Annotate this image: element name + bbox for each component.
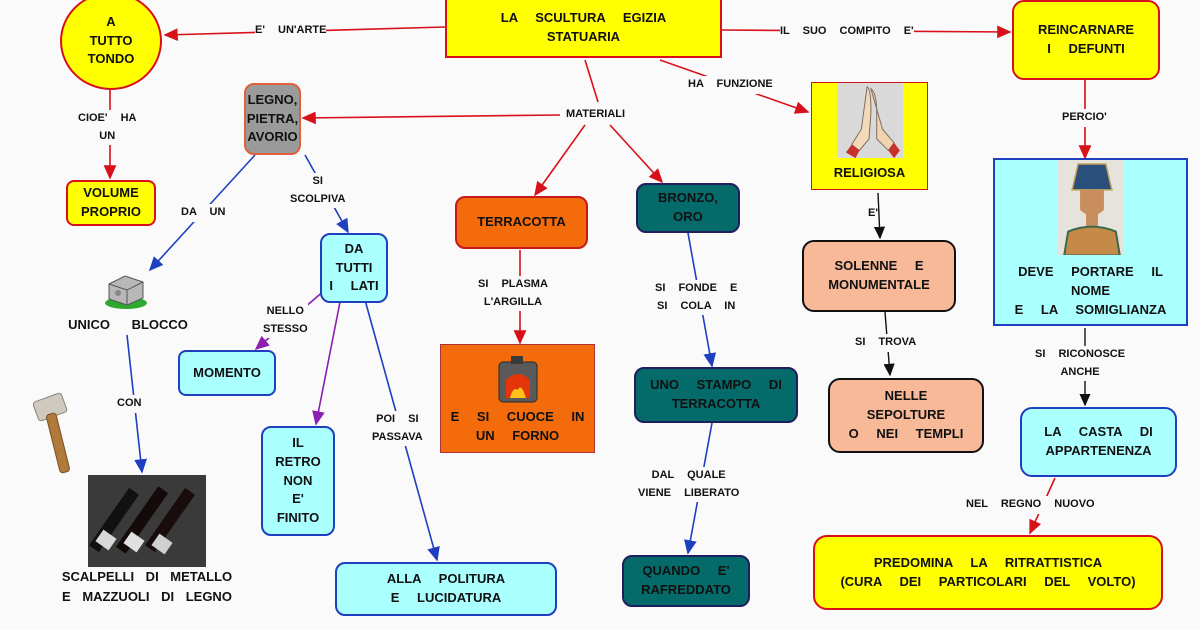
link-datutti-retro	[312, 301, 341, 426]
node-deve[interactable]: DEVE PORTARE IL NOME E LA SOMIGLIANZA	[993, 158, 1188, 326]
node-casta[interactable]: LA CASTA DI APPARTENENZA	[1020, 407, 1177, 477]
node-volume[interactable]: VOLUME PROPRIO	[66, 180, 156, 226]
node-retro[interactable]: IL RETRO NON E' FINITO	[261, 426, 335, 536]
label-si-riconosce: SI RICONOSCE ANCHE	[1035, 346, 1126, 382]
node-legno[interactable]: LEGNO, PIETRA, AVORIO	[244, 83, 301, 155]
chisels-icon	[88, 475, 206, 567]
label-materiali: MATERIALI	[566, 106, 626, 124]
node-unico-blocco[interactable]: UNICO BLOCCO	[68, 317, 188, 332]
label-ha-funzione: HA FUNZIONE	[688, 76, 773, 94]
label-si-scolpiva: SI SCOLPIVA	[290, 173, 346, 209]
node-sepolture[interactable]: NELLE SEPOLTURE O NEI TEMPLI	[828, 378, 984, 453]
node-da-tutti[interactable]: DA TUTTI I LATI	[320, 233, 388, 303]
praying-hands-icon	[836, 83, 903, 159]
node-reincarnare[interactable]: REINCARNARE I DEFUNTI	[1012, 0, 1160, 80]
label-cioe-ha-un: CIOE' HA UN	[78, 110, 137, 146]
label-si-trova: SI TROVA	[855, 334, 917, 352]
node-tutto-tondo[interactable]: A TUTTO TONDO	[60, 0, 162, 90]
label-poi-si-passava: POI SI PASSAVA	[372, 411, 423, 447]
label-da-un: DA UN	[181, 204, 226, 222]
label-il-suo-compito: IL SUO COMPITO E'	[780, 23, 914, 41]
label-e-unarte: E' UN'ARTE	[255, 22, 327, 40]
node-predomina[interactable]: PREDOMINA LA RITRATTISTICA (CURA DEI PAR…	[813, 535, 1163, 610]
label-dal-quale: DAL QUALE VIENE LIBERATO	[638, 467, 740, 503]
label-nello-stesso: NELLO STESSO	[263, 303, 308, 339]
node-root[interactable]: LA SCULTURA EGIZIA STATUARIA	[445, 0, 722, 58]
label-si-plasma: SI PLASMA L'ARGILLA	[478, 276, 548, 312]
node-forno[interactable]: E SI CUOCE IN UN FORNO	[440, 344, 595, 453]
furnace-icon	[498, 356, 537, 403]
node-religiosa[interactable]: RELIGIOSA	[811, 82, 928, 190]
node-solenne[interactable]: SOLENNE E MONUMENTALE	[802, 240, 956, 312]
node-momento[interactable]: MOMENTO	[178, 350, 276, 396]
node-bronzo[interactable]: BRONZO, ORO	[636, 183, 740, 233]
node-rafreddato[interactable]: QUANDO E' RAFREDDATO	[622, 555, 750, 607]
node-terracotta[interactable]: TERRACOTTA	[455, 196, 588, 249]
nefertiti-bust-icon	[1057, 160, 1124, 256]
node-stampo[interactable]: UNO STAMPO DI TERRACOTTA	[634, 367, 798, 423]
link-materiali-bronzo	[609, 124, 664, 184]
link-materiali-legno	[301, 111, 561, 125]
label-percio: PERCIO'	[1062, 109, 1107, 127]
label-con: CON	[117, 395, 142, 413]
node-scalpelli[interactable]: SCALPELLI DI METALLO E MAZZUOLI DI LEGNO	[61, 569, 233, 604]
link-religiosa-solenne	[873, 192, 886, 240]
node-politura[interactable]: ALLA POLITURA E LUCIDATURA	[335, 562, 557, 616]
link-materiali-terracotta	[534, 124, 586, 197]
label-e: E'	[868, 205, 878, 223]
link-root-materiali	[584, 59, 599, 103]
label-nel-regno: NEL REGNO NUOVO	[966, 496, 1095, 514]
label-si-fonde: SI FONDE E SI COLA IN	[655, 280, 738, 316]
wooden-mallet-icon	[33, 392, 70, 474]
stone-block-icon	[105, 275, 147, 309]
